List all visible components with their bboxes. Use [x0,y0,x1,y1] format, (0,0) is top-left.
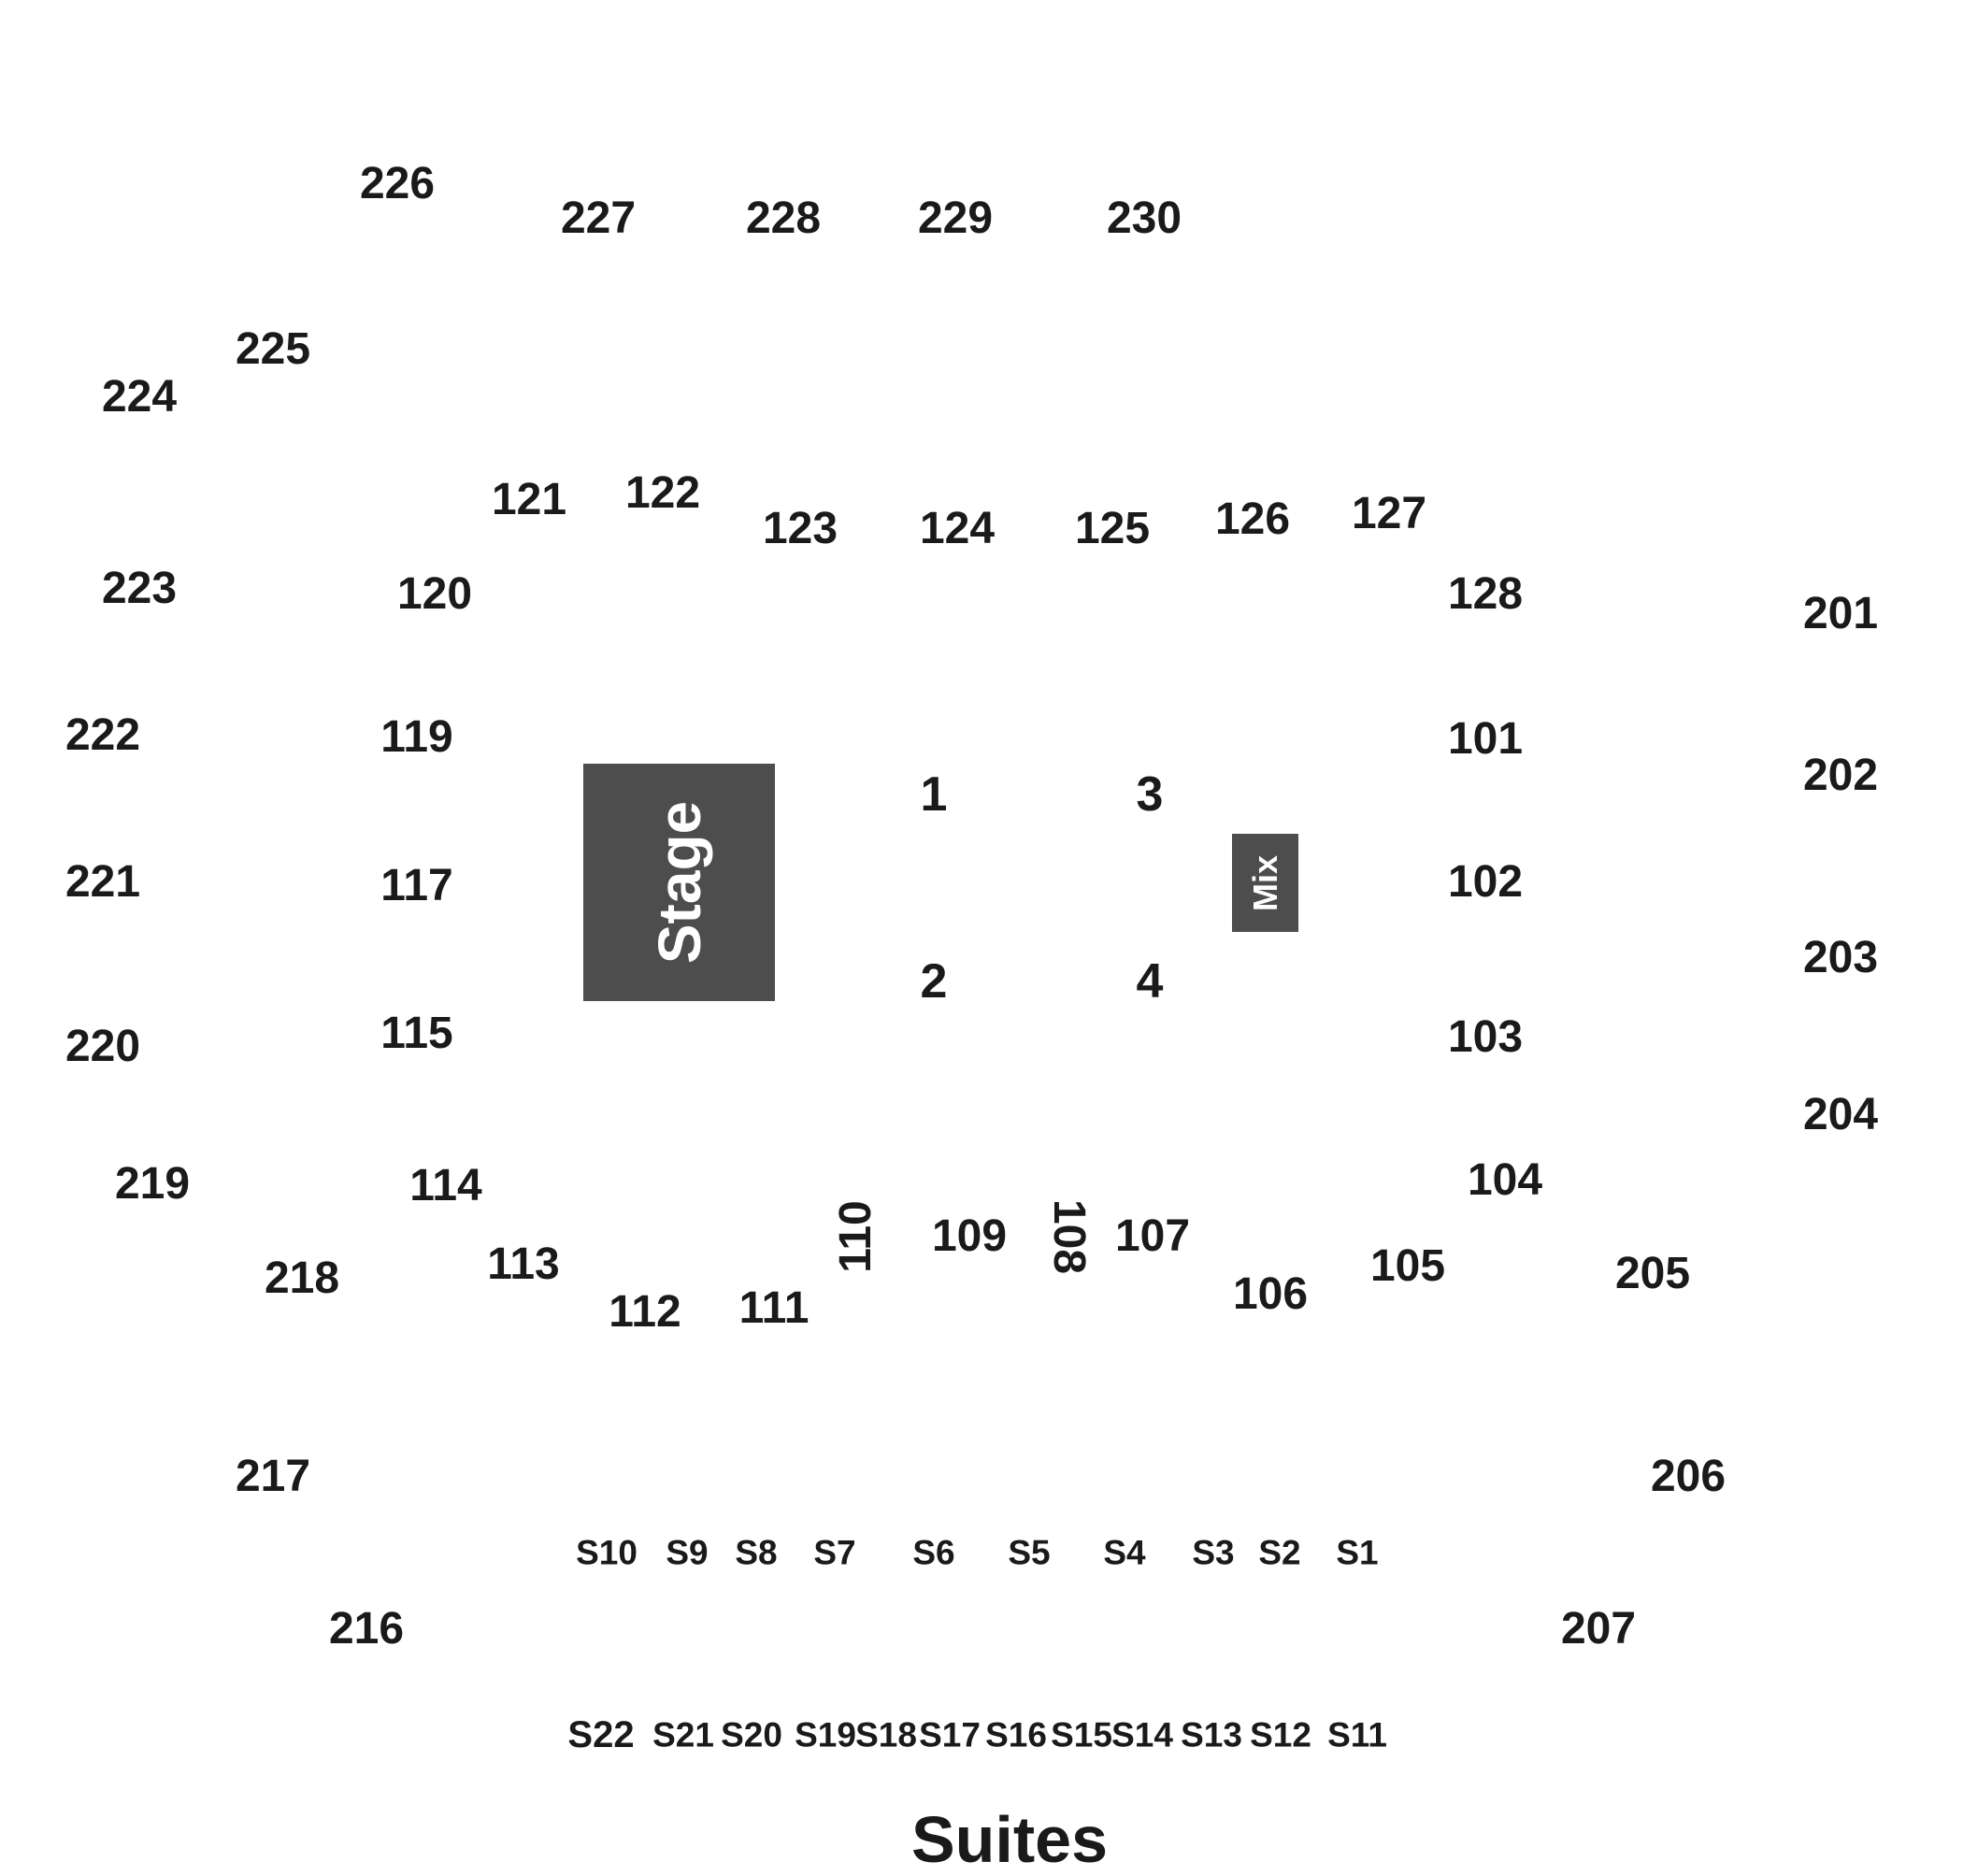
suite-S9[interactable]: S9 [666,1533,709,1572]
mix-position: Mix [1232,834,1298,932]
section-103[interactable]: 103 [1447,1012,1524,1062]
floor-section-4[interactable]: 4 [1136,954,1164,1009]
suites-title: Suites [910,1803,1109,1876]
suite-S14[interactable]: S14 [1111,1715,1173,1754]
suite-S22[interactable]: S22 [567,1714,635,1755]
section-112[interactable]: 112 [609,1287,681,1337]
section-224[interactable]: 228 [745,193,822,243]
floor-section-1[interactable]: 1 [920,767,948,822]
stage-label: Stage [645,800,713,965]
section-222[interactable]: 226 [359,159,436,208]
section-127[interactable]: 127 [1351,489,1427,538]
suite-S16[interactable]: S16 [985,1715,1047,1754]
section-219[interactable]: 223 [101,564,178,613]
section-122[interactable]: 122 [624,468,701,518]
suite-S15[interactable]: S15 [1051,1715,1112,1754]
section-206[interactable]: 206 [1650,1452,1727,1501]
section-207[interactable]: 207 [1560,1604,1637,1654]
floor-section-3[interactable]: 3 [1136,767,1164,822]
section-114[interactable]: 114 [409,1161,482,1210]
section-105[interactable]: 105 [1369,1241,1446,1291]
section-204[interactable]: 204 [1802,1090,1879,1139]
section-215[interactable]: 219 [114,1159,191,1209]
section-212[interactable]: 216 [328,1604,405,1654]
section-109[interactable]: 109 [931,1211,1008,1261]
suite-S18[interactable]: S18 [855,1715,917,1754]
suite-S7[interactable]: S7 [813,1533,856,1572]
suite-S5[interactable]: S5 [1008,1533,1051,1572]
section-125[interactable]: 125 [1074,504,1151,553]
section-119[interactable]: 119 [380,712,453,762]
section-121[interactable]: 121 [491,475,567,524]
section-115[interactable]: 115 [380,1009,453,1058]
section-120[interactable]: 120 [396,569,473,619]
section-107[interactable]: 107 [1114,1211,1191,1261]
section-201[interactable]: 201 [1802,589,1879,638]
suite-S21[interactable]: S21 [652,1715,714,1754]
suite-S12[interactable]: S12 [1250,1715,1311,1754]
section-214[interactable]: 218 [264,1253,340,1303]
section-203[interactable]: 203 [1802,933,1879,982]
section-221[interactable]: 225 [235,324,311,374]
section-102[interactable]: 102 [1447,857,1524,907]
section-113[interactable]: 113 [487,1239,560,1289]
section-216[interactable]: 220 [64,1022,141,1071]
suite-S13[interactable]: S13 [1181,1715,1242,1754]
section-104[interactable]: 104 [1467,1155,1543,1205]
stage: Stage [583,764,775,1001]
section-123[interactable]: 123 [762,504,838,553]
suite-S1[interactable]: S1 [1336,1533,1379,1572]
section-213[interactable]: 217 [235,1452,311,1501]
floor-section-2[interactable]: 2 [920,954,948,1009]
section-205[interactable]: 205 [1614,1249,1691,1298]
section-226[interactable]: 230 [1106,193,1182,243]
section-106[interactable]: 106 [1232,1269,1309,1319]
suite-S10[interactable]: S10 [576,1533,638,1572]
suite-S2[interactable]: S2 [1258,1533,1301,1572]
section-117[interactable]: 117 [380,861,453,910]
suite-S17[interactable]: S17 [919,1715,981,1754]
suite-S3[interactable]: S3 [1192,1533,1235,1572]
section-126[interactable]: 126 [1214,494,1291,544]
suite-S6[interactable]: S6 [912,1533,955,1572]
mix-label: Mix [1245,854,1284,911]
section-101[interactable]: 101 [1447,714,1524,764]
suite-S19[interactable]: S19 [795,1715,856,1754]
section-111[interactable]: 111 [738,1283,810,1333]
section-217[interactable]: 221 [64,857,141,907]
section-124[interactable]: 124 [919,504,996,553]
suite-S20[interactable]: S20 [721,1715,782,1754]
section-220[interactable]: 224 [101,372,178,422]
suite-S4[interactable]: S4 [1103,1533,1146,1572]
suite-S11[interactable]: S11 [1327,1715,1387,1754]
section-202[interactable]: 202 [1802,751,1879,800]
section-110[interactable]: 110 [831,1200,881,1273]
section-225[interactable]: 229 [917,193,994,243]
section-218[interactable]: 222 [64,710,141,760]
section-223[interactable]: 227 [560,193,637,243]
suite-S8[interactable]: S8 [735,1533,778,1572]
section-128[interactable]: 128 [1447,569,1524,619]
section-108[interactable]: 108 [1044,1198,1094,1275]
